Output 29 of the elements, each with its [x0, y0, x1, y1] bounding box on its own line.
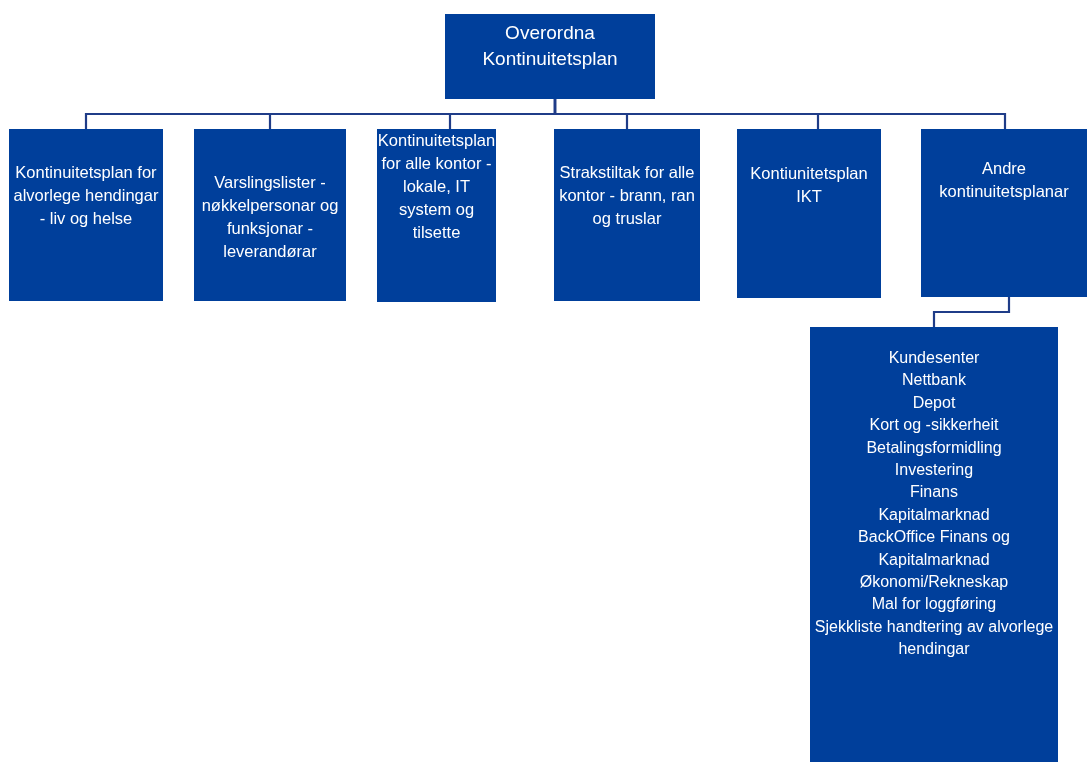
- connector-line: [932, 297, 1011, 327]
- list-item: Kundesenter: [888, 348, 980, 368]
- process-box: [377, 129, 496, 302]
- box-label: Kontinuitetsplan for alvorlege hendingar - liv og helse: [12, 162, 160, 230]
- box-label: Kontinuitetsplan for alle kontor - lokale, IT system og tilsette: [377, 130, 496, 244]
- process-box: [194, 129, 346, 301]
- process-box: [445, 14, 655, 99]
- box-label: Andre kontinuitetsplanar: [938, 158, 1070, 203]
- box-label: Kontiunitetsplan IKT: [749, 163, 869, 208]
- list-item: Finans: [910, 482, 958, 503]
- list-item: Kort og -sikkerheit: [869, 415, 999, 436]
- list-item: Sjekkliste handtering av alvorlege hendingar: [813, 616, 1055, 660]
- list-item: Økonomi/Rekneskap: [859, 571, 1009, 592]
- list-item: Betalingsformidling: [866, 437, 1002, 458]
- list-item: BackOffice Finans og Kapitalmarknad: [857, 527, 1011, 570]
- connector-line: [553, 99, 1007, 129]
- process-box: [921, 129, 1087, 297]
- list-item: Investering: [894, 459, 974, 480]
- box-label: Strakstiltak for alle kontor - brann, ran og truslar: [558, 162, 696, 230]
- box-label: Overordna Kontinuitetsplan: [481, 21, 619, 71]
- box-label: Varslingslister - nøkkelpersonar og funksjonar - leverandørar: [200, 172, 340, 263]
- process-box: [737, 129, 881, 298]
- process-box: [810, 327, 1058, 762]
- list-item: Nettbank: [901, 370, 966, 391]
- process-box: [9, 129, 163, 301]
- list-item: Depot: [912, 392, 956, 413]
- list-item: Mal for loggføring: [871, 594, 997, 615]
- list-item: Kapitalmarknad: [878, 504, 990, 525]
- process-box: [554, 129, 700, 301]
